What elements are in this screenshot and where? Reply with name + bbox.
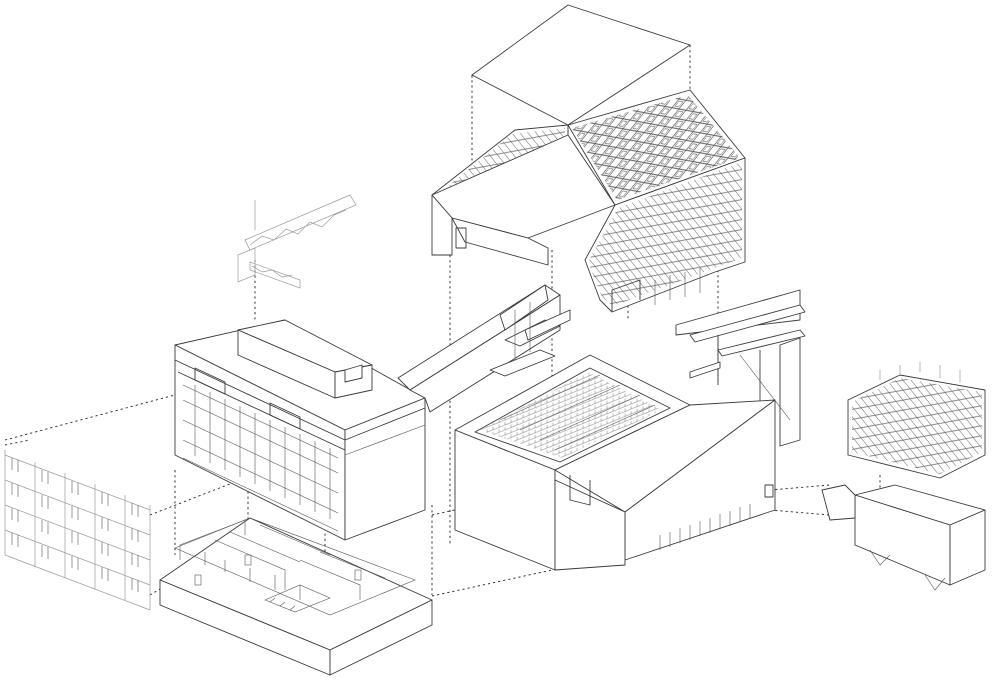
- stair-ramp-connector: [397, 284, 806, 447]
- curtain-wall-panels: [4, 450, 151, 611]
- perforated-lattice-facade: [431, 89, 746, 313]
- rooftop-truss-frame: [237, 194, 357, 289]
- satellite-pavilion: [821, 362, 986, 591]
- office-ground-floor-plan: [159, 517, 433, 676]
- office-block: [174, 319, 426, 541]
- auditorium-volume: [454, 354, 776, 571]
- roof-slab: [471, 4, 691, 126]
